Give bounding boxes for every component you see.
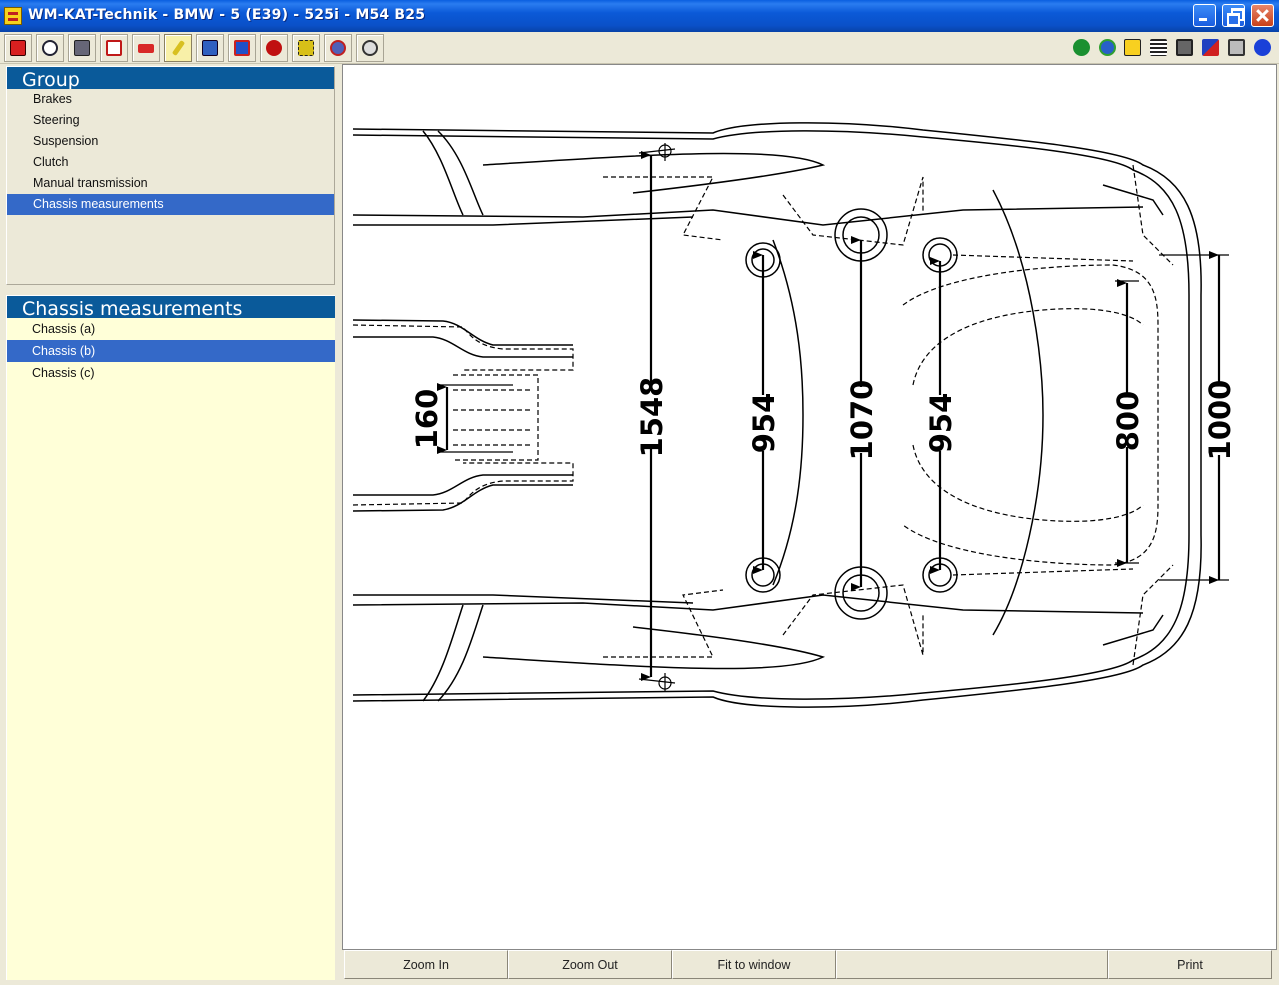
warning-icon[interactable] <box>260 34 288 62</box>
left-panel: Group Brakes Steering Suspension Clutch … <box>3 64 339 983</box>
chassis-item-b[interactable]: Chassis (b) <box>7 340 335 362</box>
zoom-out-button[interactable]: Zoom Out <box>508 950 672 979</box>
group-panel: Group Brakes Steering Suspension Clutch … <box>6 66 335 285</box>
pid-gear-icon[interactable] <box>356 34 384 62</box>
wrench-parts-icon[interactable] <box>68 34 96 62</box>
brake-icon[interactable] <box>324 34 352 62</box>
flag-icon[interactable] <box>1200 37 1221 59</box>
book-icon[interactable] <box>1174 37 1195 59</box>
globe-icon[interactable] <box>1097 37 1118 59</box>
dim-label-1070: 1070 <box>845 380 879 461</box>
zoom-in-button[interactable]: Zoom In <box>344 950 508 979</box>
printer-icon[interactable] <box>1226 37 1247 59</box>
back-arrow-icon[interactable] <box>1071 37 1092 59</box>
bottom-button-bar: Zoom In Zoom Out Fit to window Print <box>342 950 1277 980</box>
dim-label-800: 800 <box>1111 391 1145 452</box>
close-button[interactable] <box>1251 4 1274 27</box>
window-title: WM-KAT-Technik - BMW - 5 (E39) - 525i - … <box>28 7 426 23</box>
maximize-button[interactable] <box>1222 4 1245 27</box>
print-button[interactable]: Print <box>1108 950 1272 979</box>
pencil-icon[interactable] <box>164 34 192 62</box>
oil-can-icon[interactable] <box>132 34 160 62</box>
drawing-canvas[interactable]: 1548 954 1070 954 800 1000 160 <box>342 64 1277 950</box>
toolbar <box>0 32 1279 64</box>
dim-label-1000: 1000 <box>1203 380 1237 461</box>
help-icon[interactable] <box>1252 37 1273 59</box>
car-icon[interactable] <box>4 34 32 62</box>
chassis-header: Chassis measurements <box>7 296 335 318</box>
list-icon[interactable] <box>1148 37 1169 59</box>
minimize-button[interactable] <box>1193 4 1216 27</box>
chassis-item-a[interactable]: Chassis (a) <box>32 322 96 336</box>
fit-to-window-button[interactable]: Fit to window <box>672 950 836 979</box>
app-icon[interactable] <box>4 7 22 25</box>
wiring-icon[interactable] <box>228 34 256 62</box>
checklist-icon[interactable] <box>100 34 128 62</box>
status-bar <box>0 980 1279 985</box>
search-info-icon[interactable] <box>36 34 64 62</box>
engine-diagnostic-icon[interactable] <box>196 34 224 62</box>
dim-label-160: 160 <box>410 389 444 450</box>
group-item-brakes[interactable]: Brakes <box>33 92 72 106</box>
chassis-diagram: 1548 954 1070 954 800 1000 160 <box>352 122 1237 708</box>
group-item-clutch[interactable]: Clutch <box>33 155 69 169</box>
title-bar: WM-KAT-Technik - BMW - 5 (E39) - 525i - … <box>0 0 1279 32</box>
group-item-chassis-measurements[interactable]: Chassis measurements <box>7 194 334 215</box>
group-item-steering[interactable]: Steering <box>33 113 80 127</box>
chassis-panel: Chassis measurements Chassis (a) Chassis… <box>6 295 335 983</box>
info-icon[interactable] <box>1122 37 1143 59</box>
dim-label-1548: 1548 <box>635 377 669 458</box>
dim-label-954-b: 954 <box>924 393 958 454</box>
dim-label-954-a: 954 <box>747 393 781 454</box>
empty-button-slot <box>836 950 1108 979</box>
group-item-manual-transmission[interactable]: Manual transmission <box>33 176 148 190</box>
group-header: Group <box>7 67 334 89</box>
gear-parts-icon[interactable] <box>292 34 320 62</box>
group-item-suspension[interactable]: Suspension <box>33 134 99 148</box>
chassis-item-c[interactable]: Chassis (c) <box>32 366 95 380</box>
